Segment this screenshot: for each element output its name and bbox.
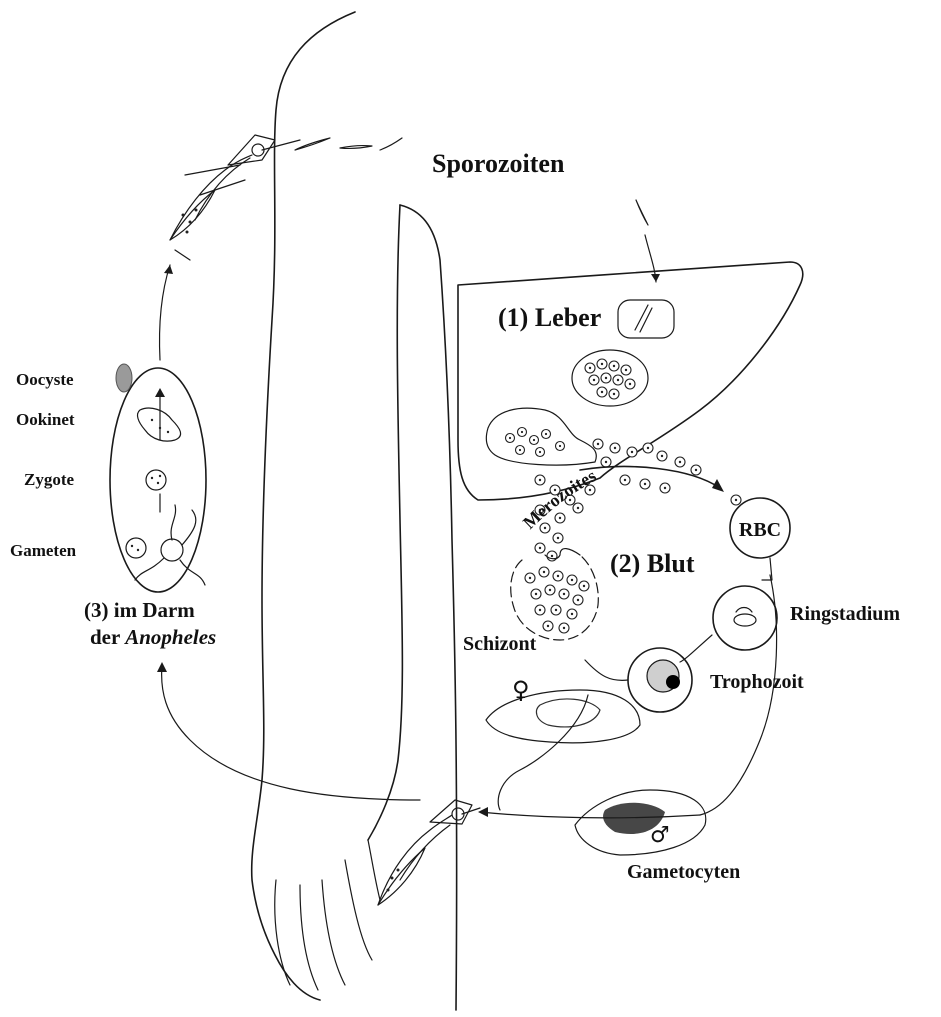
ringstadium-label: Ringstadium bbox=[790, 603, 900, 625]
sporozoiten-label: Sporozoiten bbox=[432, 149, 565, 178]
gameten-label: Gameten bbox=[10, 541, 77, 560]
female-gametocyte bbox=[536, 699, 600, 727]
merozoites-schizont bbox=[525, 567, 589, 633]
mosquito-gut bbox=[110, 364, 206, 592]
ookinet-shape bbox=[138, 408, 181, 441]
human-figure bbox=[252, 12, 457, 1010]
zygote-shape bbox=[146, 470, 166, 490]
zygote-label: Zygote bbox=[24, 470, 75, 489]
mosquito-bottom bbox=[378, 800, 480, 905]
oocyste-shape bbox=[116, 364, 132, 392]
arrow-gut-to-mosquito bbox=[159, 265, 170, 360]
female-gametocyte-cell bbox=[486, 690, 640, 743]
ookinet-label: Ookinet bbox=[16, 410, 75, 429]
female-symbol: ♀ bbox=[512, 676, 530, 704]
trophozoite-nucleus bbox=[666, 675, 680, 689]
rbc-label: RBC bbox=[739, 519, 781, 541]
darm-label-line2: der Anopheles bbox=[90, 625, 216, 649]
ring-stage-cell bbox=[713, 586, 777, 650]
blut-label: (2) Blut bbox=[610, 549, 695, 578]
gamete-female bbox=[126, 538, 146, 558]
oocyste-label: Oocyste bbox=[16, 370, 74, 389]
sporozoite-incoming bbox=[636, 200, 660, 282]
arrow-mosquito-to-gut bbox=[162, 665, 420, 800]
gametocytes: ♀ ♂ bbox=[486, 575, 777, 855]
leber-label: (1) Leber bbox=[498, 303, 601, 332]
arrow-gametocytes-to-mosquito bbox=[480, 812, 700, 818]
darm-label-line1: (3) im Darm bbox=[84, 598, 195, 622]
blood-schizont bbox=[511, 555, 599, 640]
sporozoites-arm bbox=[295, 138, 402, 150]
schizont-label: Schizont bbox=[463, 633, 537, 655]
darm-label-prefix: der bbox=[90, 625, 125, 649]
anopheles-label: Anopheles bbox=[123, 625, 216, 649]
arrow-gametocyte-loop bbox=[700, 575, 777, 815]
gut-ellipse bbox=[110, 368, 206, 592]
male-symbol: ♂ bbox=[650, 823, 670, 848]
gametocyten-label: Gametocyten bbox=[627, 861, 740, 883]
mosquito-top bbox=[170, 135, 300, 260]
trophozoit-label: Trophozoit bbox=[710, 671, 804, 693]
